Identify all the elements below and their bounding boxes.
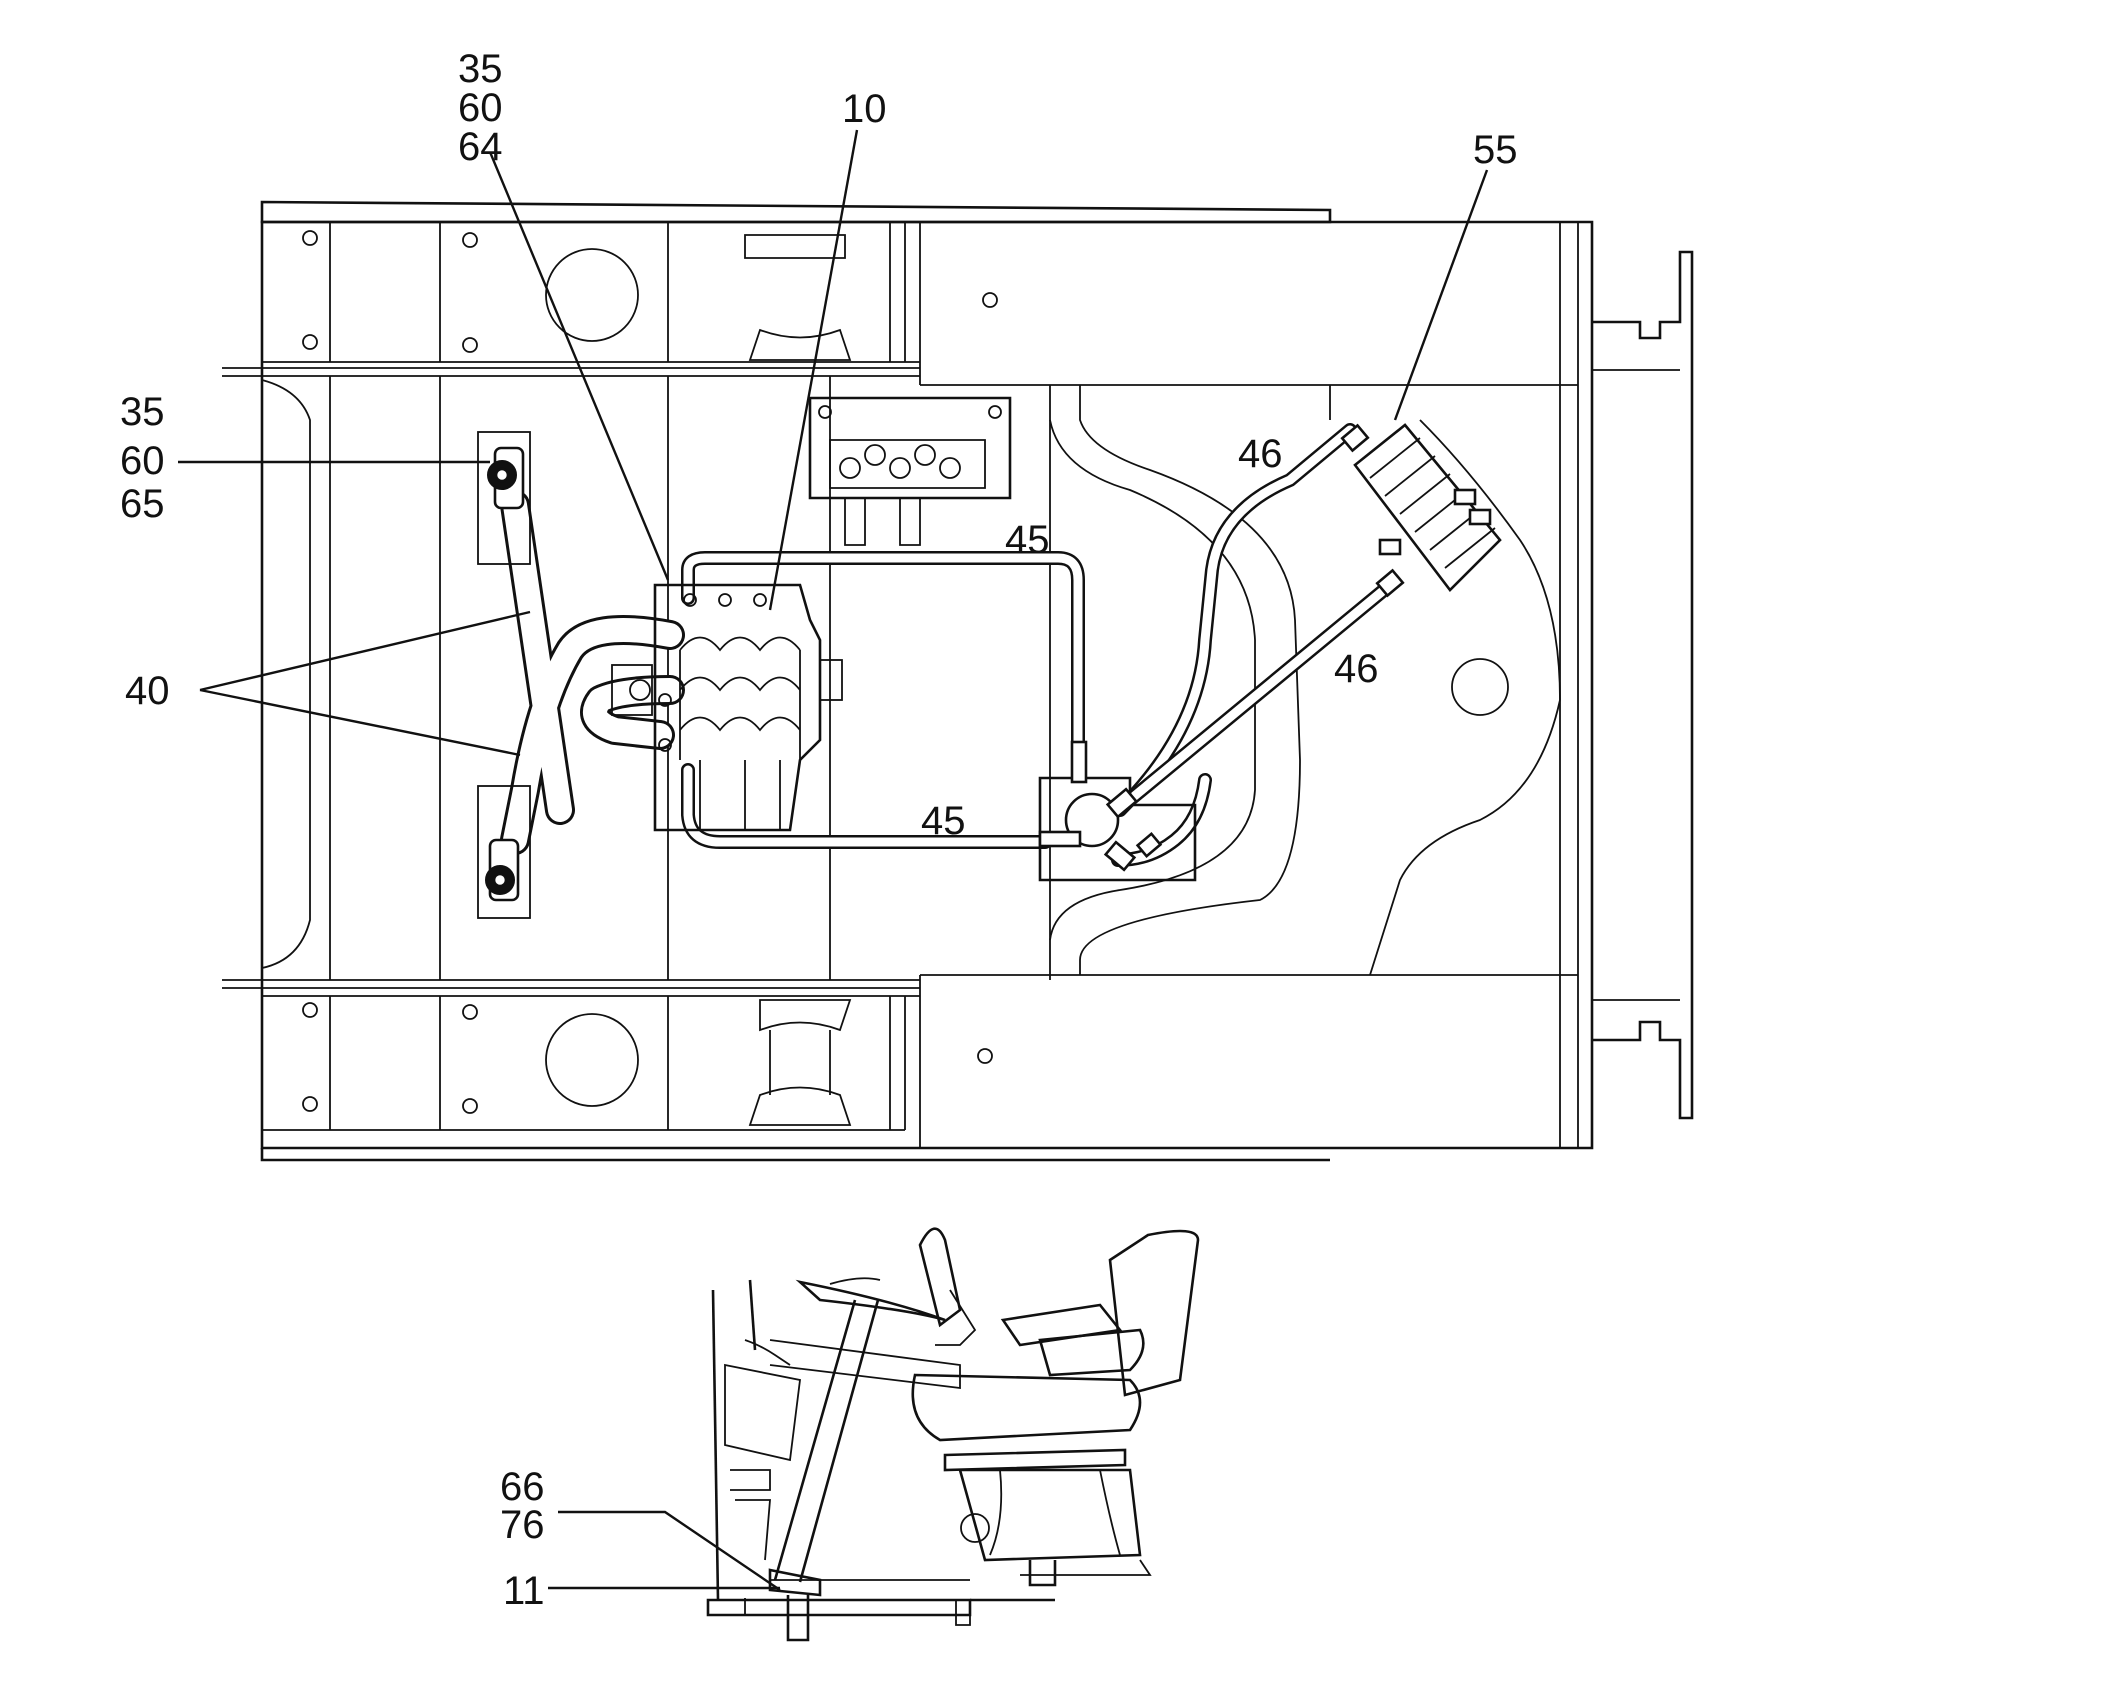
callout-46-lower: 46 [1334,647,1379,691]
chassis-frame-top-view [222,200,1694,1162]
callout-10: 10 [842,87,887,131]
callout-55: 55 [1473,128,1518,172]
callout-35-60-64-line1: 35 [458,47,503,91]
pilot-valve-box [808,396,1012,546]
operator-station-side-view [706,1227,1200,1642]
callout-35-60-65-line2: 60 [120,439,165,483]
callout-45-upper: 45 [1005,518,1050,562]
callout-40: 40 [125,669,170,713]
swivel-plate [1038,740,1197,882]
leader-lines-top [178,129,1489,757]
callout-11: 11 [503,1569,545,1613]
hose-46-upper [1113,423,1357,817]
callout-66-76-line1: 66 [500,1465,545,1509]
hose-fittings-40 [477,431,531,919]
manifold-block [1340,423,1502,598]
callout-35-60-64-line3: 64 [458,125,503,169]
hose-46-lower [1111,578,1397,867]
callout-35-60-65-line3: 65 [120,482,165,526]
callout-labels: 35 60 64 10 55 35 60 65 46 45 40 46 45 6… [120,47,1518,1613]
callout-35-60-64-line2: 60 [458,86,503,130]
callout-46-upper: 46 [1238,432,1283,476]
hose-45-lower [681,763,1052,849]
callout-45-lower: 45 [921,799,966,843]
callout-35-60-65-line1: 35 [120,390,165,434]
hose-40 [500,490,685,855]
control-valve [611,583,843,832]
leader-lines-side [548,1510,781,1591]
callout-66-76-line2: 76 [500,1503,545,1547]
hose-45-upper [681,551,1085,767]
